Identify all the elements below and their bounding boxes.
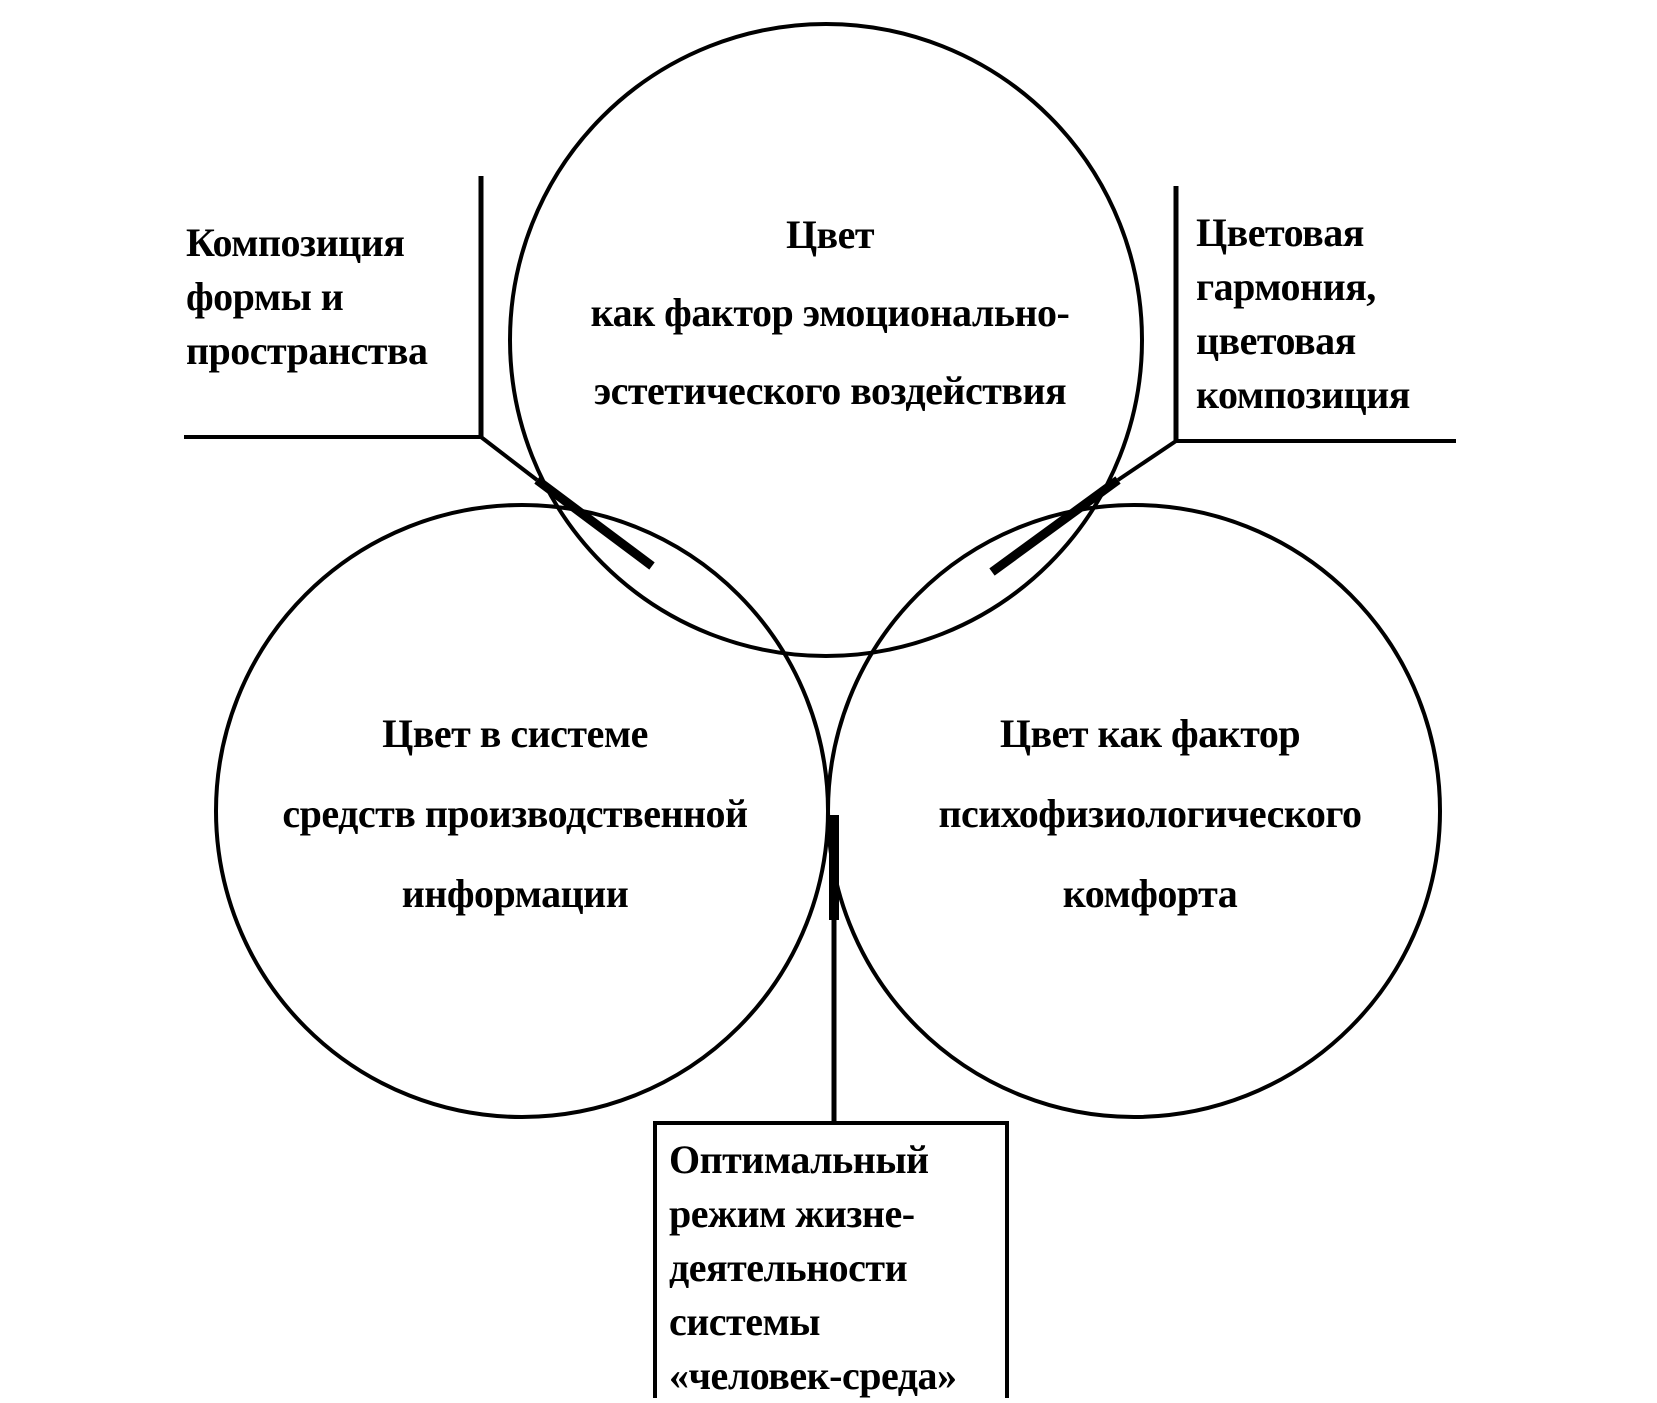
color-harmony-label-line-2: гармония, — [1196, 264, 1376, 309]
composition-label-line-2: формы и — [186, 274, 344, 319]
callout-left-diagonal — [479, 435, 539, 482]
optimal-mode-label-line-5: «человек-среда» — [669, 1353, 957, 1398]
optimal-mode-label: Оптимальный режим жизне- деятельности си… — [669, 1133, 957, 1403]
callout-left-pointer — [534, 476, 655, 570]
callout-right-pointer — [989, 476, 1121, 576]
right-circle-label-line-1: Цвет как фактор — [999, 711, 1301, 756]
top-circle-label-line-3: эстетического воздействия — [593, 368, 1067, 413]
top-circle-label-line-1: Цвет — [785, 212, 875, 257]
optimal-mode-label-line-2: режим жизне- — [669, 1191, 915, 1236]
color-harmony-label: Цветовая гармония, цветовая композиция — [1196, 206, 1410, 422]
optimal-mode-label-line-1: Оптимальный — [669, 1137, 929, 1182]
optimal-mode-box: Оптимальный режим жизне- деятельности си… — [653, 1121, 1009, 1398]
callout-right-diagonal — [1116, 439, 1178, 482]
composition-label-line-3: пространства — [186, 328, 428, 373]
color-harmony-label-line-4: композиция — [1196, 372, 1410, 417]
optimal-mode-label-line-3: деятельности — [669, 1245, 908, 1290]
color-harmony-label-line-1: Цветовая — [1196, 210, 1364, 255]
right-circle-label-line-2: психофизиологического — [938, 791, 1362, 836]
left-circle-label-line-2: средств производственной — [282, 791, 748, 836]
circle-emotional-aesthetic — [508, 22, 1144, 658]
top-circle-label-line-2: как фактор эмоционально- — [590, 290, 1070, 335]
composition-label-line-1: Композиция — [186, 220, 405, 265]
color-harmony-label-line-3: цветовая — [1196, 318, 1356, 363]
top-circle-label: Цвет как фактор эмоционально- эстетическ… — [591, 196, 1070, 430]
left-circle-label-line-1: Цвет в системе — [382, 711, 648, 756]
left-circle-label-line-3: информации — [401, 871, 629, 916]
composition-label: Композиция формы и пространства — [186, 216, 428, 378]
optimal-mode-label-line-4: системы — [669, 1299, 820, 1344]
left-circle-label: Цвет в системе средств производственной … — [282, 694, 748, 934]
right-circle-label-line-3: комфорта — [1062, 871, 1238, 916]
circle-psychophysiological-comfort — [826, 503, 1442, 1119]
right-circle-label: Цвет как фактор психофизиологического ко… — [938, 694, 1362, 934]
